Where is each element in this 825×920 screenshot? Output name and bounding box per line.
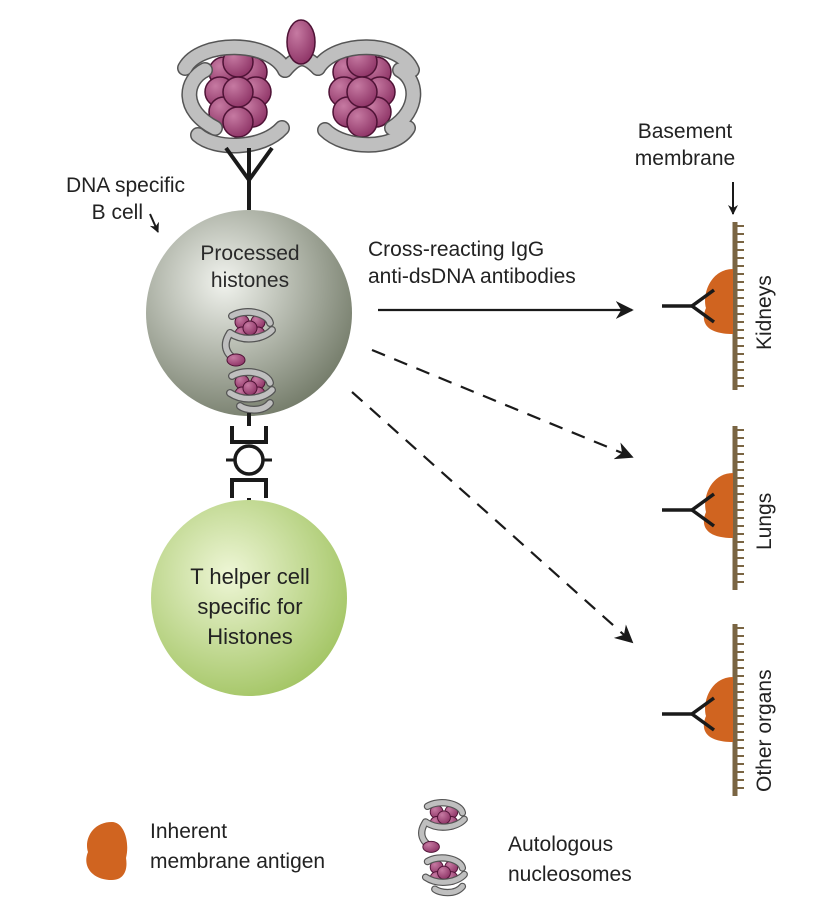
t-helper-cell: [151, 500, 347, 696]
t-helper-cell-label: T helper cell specific for Histones: [190, 564, 310, 649]
antibody-label: Cross-reacting IgG anti-dsDNA antibodies: [368, 238, 576, 288]
basement-membrane-label: Basement membrane: [634, 120, 736, 170]
arrow-to-other-organs: [351, 391, 634, 644]
processed-histone-coil-icon: [221, 308, 276, 414]
processed-histones-label: Processed histones: [200, 242, 300, 292]
organ-label-other-organs: Other organs: [753, 669, 776, 792]
lung-membrane-icon: [662, 426, 744, 590]
antigen-legend-icon: [86, 822, 128, 880]
b-cell-pointer-arrow: [149, 213, 159, 233]
b-cell-receptor-icon: [224, 146, 274, 210]
nucleosome-legend-icon: [418, 799, 468, 897]
legend-antigen-label: Inherent membrane antigen: [150, 820, 326, 873]
organ-label-lungs: Lungs: [753, 492, 776, 550]
legend-nucleosome-label: Autologous nucleosomes: [508, 833, 632, 886]
organ-label-kidneys: Kidneys: [753, 275, 776, 350]
kidney-membrane-icon: [662, 222, 744, 390]
dna-b-cell-label: DNA specific B cell: [65, 174, 185, 224]
arrow-to-lungs: [371, 348, 634, 460]
other-organs-membrane-icon: [662, 624, 744, 796]
nucleosome-cluster-icon: [177, 19, 422, 154]
mhc-tcr-synapse-icon: [226, 413, 272, 510]
